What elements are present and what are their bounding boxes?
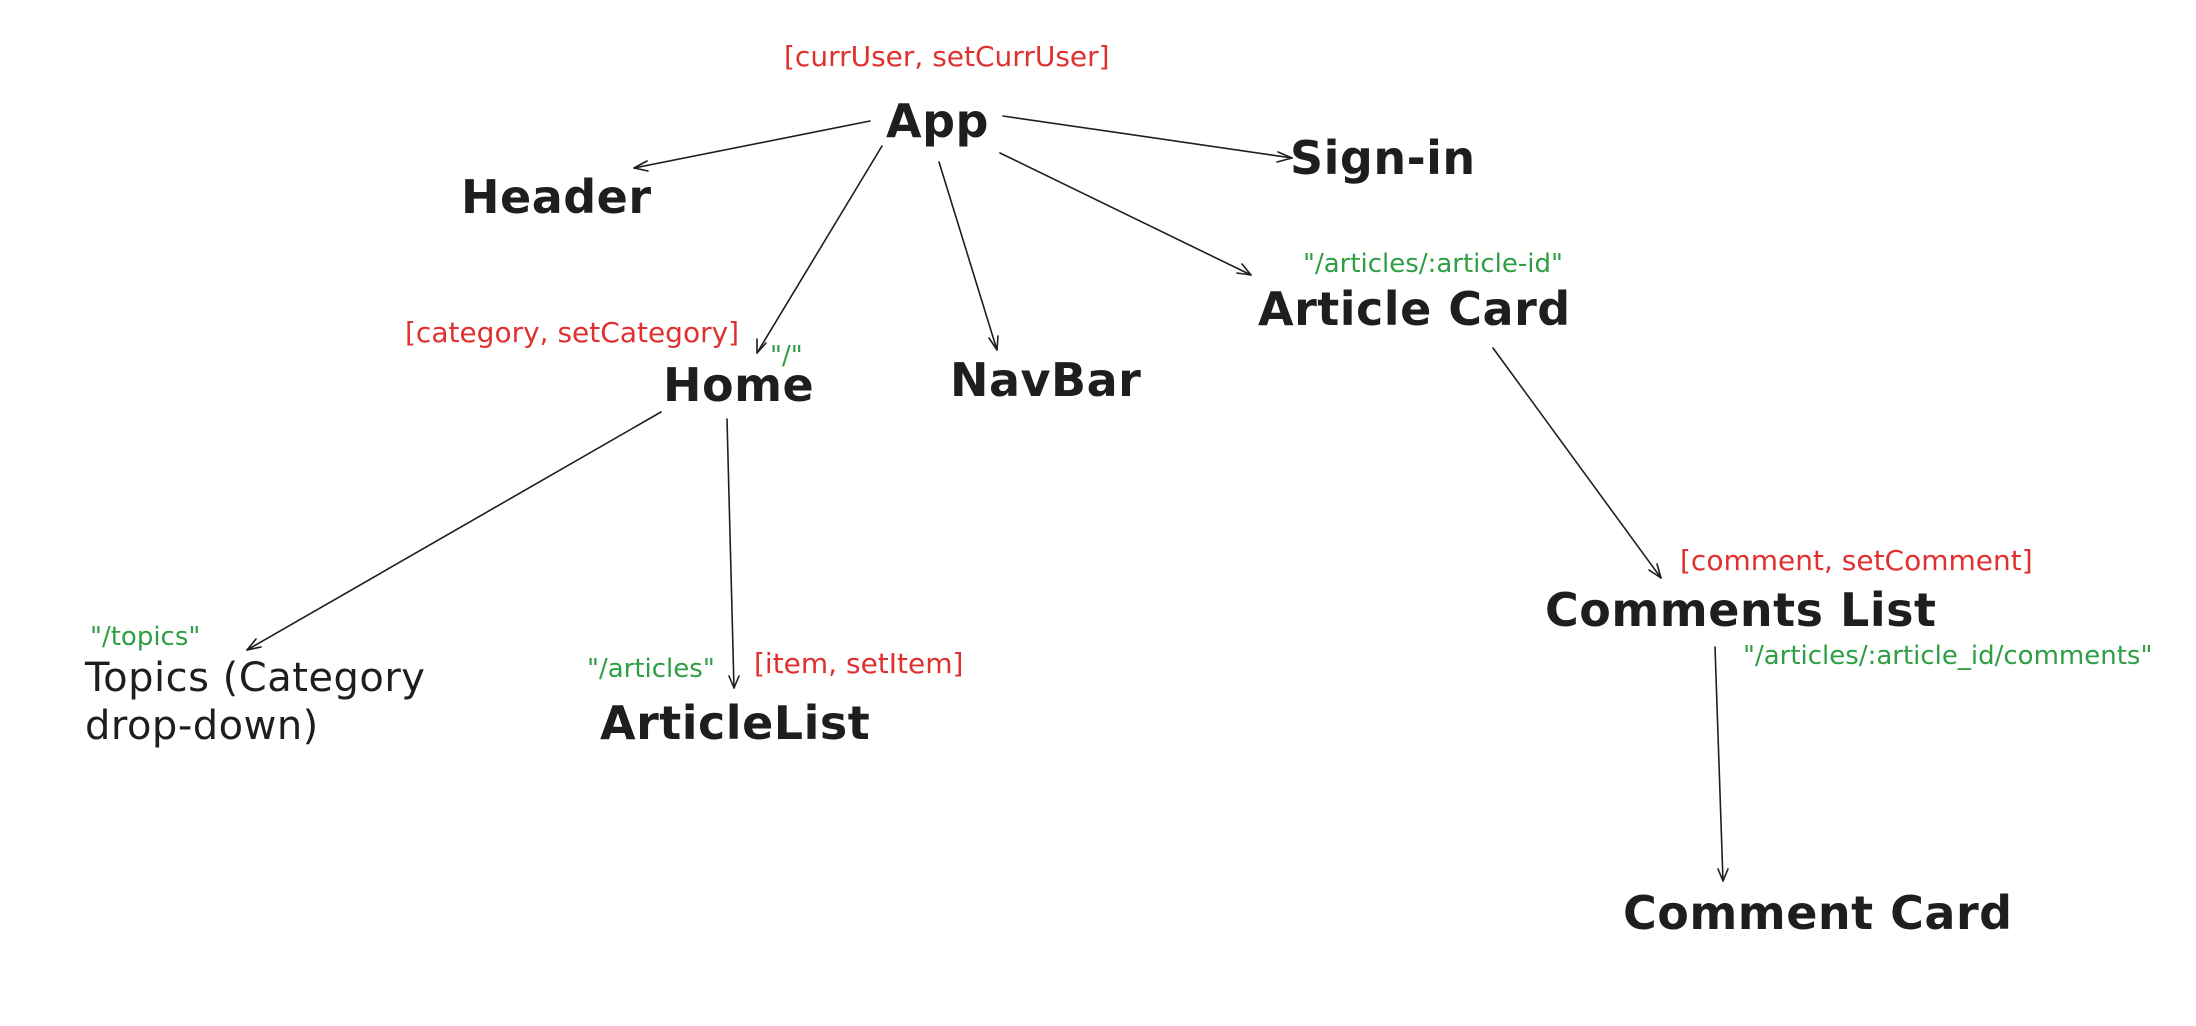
edge-app-navbar [938,161,999,351]
edge-articlecard-commentslist [1492,347,1662,579]
node-comment-card: Comment Card [1623,886,2013,940]
node-header: Header [461,170,652,224]
edge-app-signin [1002,115,1293,163]
route-label-article-card: "/articles/:article-id" [1303,249,1563,279]
edge-home-articlelist [726,418,740,689]
node-article-card: Article Card [1258,282,1571,336]
edge-home-topics [246,411,662,651]
state-label-article-list: [item, setItem] [754,647,964,680]
route-label-article-list: "/articles" [587,654,715,684]
node-topics: Topics (Category drop-down) [85,655,426,749]
node-navbar: NavBar [950,353,1142,407]
node-app: App [886,94,989,148]
state-label-comments-list: [comment, setComment] [1680,544,2033,577]
edge-app-articlecard [999,152,1252,276]
route-label-topics: "/topics" [90,622,201,652]
node-sign-in: Sign-in [1290,131,1476,185]
node-comments-list: Comments List [1545,583,1937,637]
node-home: Home [663,358,815,412]
state-label-app: [currUser, setCurrUser] [784,40,1110,73]
route-label-home: "/" [770,341,803,371]
edge-app-home [756,145,883,354]
edge-app-header [633,120,871,172]
route-label-comments-list: "/articles/:article_id/comments" [1743,641,2153,671]
edge-commentslist-commentcard [1714,646,1729,882]
node-article-list: ArticleList [600,696,871,750]
state-label-home: [category, setCategory] [405,316,740,349]
